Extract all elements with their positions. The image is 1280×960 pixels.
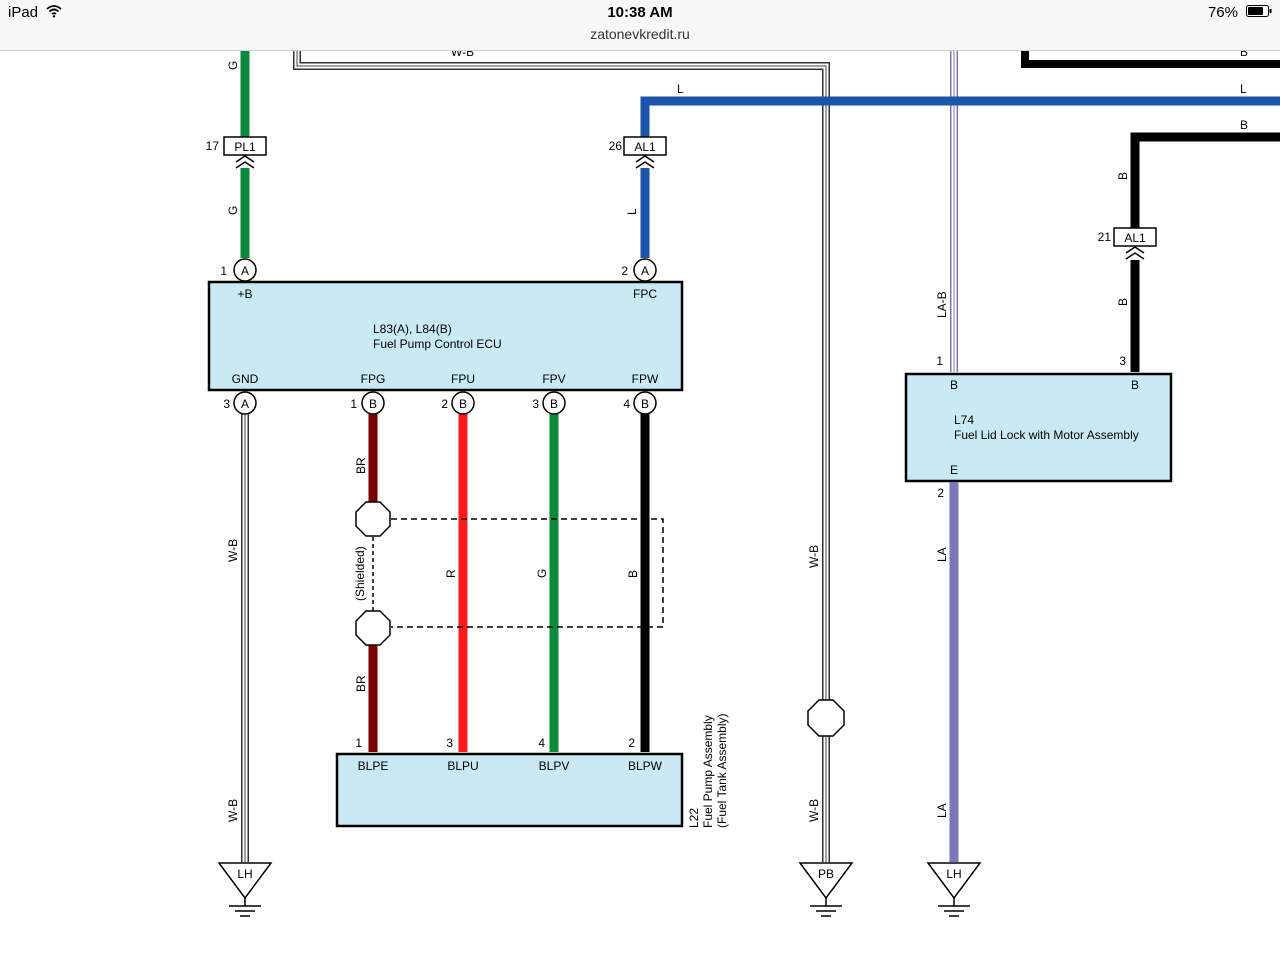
wire-label-br-upper: BR bbox=[354, 457, 368, 474]
ecu-bottom-pin-fpu-conn: B bbox=[459, 397, 467, 411]
wire-label-g-upper: G bbox=[226, 61, 240, 70]
ecu-title: L83(A), L84(B) bbox=[373, 322, 452, 336]
wire-label-la-b: LA-B bbox=[935, 291, 949, 318]
wire-label-wb-mid-lower: W-B bbox=[807, 799, 821, 822]
connector-al1-left-pin: 26 bbox=[609, 139, 623, 153]
pump-pin-label-blpe: BLPE bbox=[358, 759, 389, 773]
ecu-bottom-pin-gnd-conn: A bbox=[241, 397, 249, 411]
ecu-bottom-pin-fpg-num: 1 bbox=[350, 397, 357, 411]
connector-al1-right-pin: 21 bbox=[1098, 230, 1112, 244]
wire-label-la-lower: LA bbox=[935, 803, 949, 818]
ecu-bottom-pin-fpv-num: 3 bbox=[532, 397, 539, 411]
lid-pin-label-b1: B bbox=[950, 378, 958, 392]
pump-id: L22 bbox=[687, 808, 701, 828]
connector-pl1-name: PL1 bbox=[234, 140, 256, 154]
wire-label-r: R bbox=[444, 569, 458, 578]
wire-label-b: B bbox=[626, 570, 640, 578]
ecu-pin-label-fpu: FPU bbox=[451, 372, 475, 386]
status-bar: iPad 10:38 AM zatonevkredit.ru 76% bbox=[0, 0, 1280, 51]
battery-icon bbox=[1246, 5, 1272, 17]
wire-label-g-lower: G bbox=[226, 206, 240, 215]
connector-pl1-pin: 17 bbox=[206, 139, 220, 153]
pump-pin-2-num: 2 bbox=[628, 736, 635, 750]
wire-label-br-lower: BR bbox=[354, 675, 368, 692]
ecu-top-pin-2-conn: A bbox=[641, 264, 649, 278]
lid-lock-name: Fuel Lid Lock with Motor Assembly bbox=[954, 428, 1139, 442]
ecu-bottom-pin-fpg-conn: B bbox=[369, 397, 377, 411]
shield-junction-lower bbox=[355, 610, 391, 646]
connector-al1-left-name: AL1 bbox=[634, 140, 656, 154]
ecu-bottom-pin-gnd-num: 3 bbox=[223, 397, 230, 411]
pump-pin-label-blpv: BLPV bbox=[539, 759, 570, 773]
ecu-top-pin-1-conn: A bbox=[241, 264, 249, 278]
lid-pin-1-num: 1 bbox=[936, 354, 943, 368]
pump-pin-1-num: 1 bbox=[355, 736, 362, 750]
ecu-pin-label-fpc: FPC bbox=[633, 287, 657, 301]
junction-wb-mid bbox=[807, 699, 845, 737]
wire-label-wb-gnd-upper: W-B bbox=[226, 539, 240, 562]
pump-box bbox=[335, 752, 684, 828]
ground-lh-left-label: LH bbox=[237, 867, 252, 881]
lid-lock-box bbox=[904, 372, 1173, 483]
ecu-pin-label-fpv: FPV bbox=[542, 372, 565, 386]
ecu-pin-label-fpg: FPG bbox=[361, 372, 386, 386]
ecu-top-pin-2-num: 2 bbox=[621, 264, 628, 278]
label-shielded: (Shielded) bbox=[353, 546, 367, 601]
ecu-bottom-pins: A 3 B 1 B 2 B 3 B 4 bbox=[223, 391, 657, 415]
device-name: iPad bbox=[8, 4, 39, 21]
ecu-pin-label-gnd: GND bbox=[232, 372, 259, 386]
wire-label-l-top: L bbox=[677, 82, 684, 96]
wire-label-g: G bbox=[535, 569, 549, 578]
pump-sub: (Fuel Tank Assembly) bbox=[715, 714, 729, 829]
ground-lh-right: LH bbox=[926, 862, 982, 917]
connector-pl1: PL1 17 bbox=[206, 136, 267, 169]
wire-l bbox=[640, 96, 1280, 137]
wire-label-wb-mid-upper: W-B bbox=[807, 545, 821, 568]
ecu-bottom-pin-fpw-conn: B bbox=[641, 397, 649, 411]
battery-percent: 76% bbox=[1207, 4, 1238, 21]
ground-lh-left: LH bbox=[217, 862, 273, 917]
ecu-bottom-pin-fpv-conn: B bbox=[550, 397, 558, 411]
lid-pin-3-num: 3 bbox=[1119, 354, 1126, 368]
pump-pin-3-num: 3 bbox=[446, 736, 453, 750]
lid-pin-2-num: 2 bbox=[937, 486, 944, 500]
shield-junction-upper bbox=[355, 501, 391, 537]
ground-pb-label: PB bbox=[818, 867, 834, 881]
ecu-name: Fuel Pump Control ECU bbox=[373, 337, 502, 351]
connector-al1-left: AL1 26 bbox=[609, 136, 667, 169]
wire-label-b-vert-upper: B bbox=[1116, 172, 1130, 180]
ecu-box bbox=[207, 280, 684, 392]
connector-al1-right-name: AL1 bbox=[1124, 231, 1146, 245]
wire-label-l-drop: L bbox=[625, 208, 639, 215]
pump-pin-4-num: 4 bbox=[538, 736, 545, 750]
ecu-bottom-pin-fpw-num: 4 bbox=[623, 397, 630, 411]
clock: 10:38 AM bbox=[607, 4, 673, 21]
ecu-pin-label-plus-b: +B bbox=[237, 287, 252, 301]
wire-label-b-vert-lower: B bbox=[1116, 298, 1130, 306]
wire-label-l-right: L bbox=[1240, 82, 1247, 96]
connector-al1-right: AL1 21 bbox=[1098, 227, 1157, 260]
url-bar[interactable]: zatonevkredit.ru bbox=[590, 26, 690, 42]
pump-pin-label-blpu: BLPU bbox=[447, 759, 478, 773]
wire-label-b-right: B bbox=[1240, 118, 1248, 132]
ecu-top-pin-1-num: 1 bbox=[220, 264, 227, 278]
ecu-pin-label-fpw: FPW bbox=[632, 372, 659, 386]
wire-b-right bbox=[1130, 132, 1280, 228]
wire-label-b-top-right: B bbox=[1240, 45, 1248, 59]
ecu-bottom-pin-fpu-num: 2 bbox=[441, 397, 448, 411]
lid-lock-id: L74 bbox=[954, 413, 974, 427]
pump-pin-label-blpw: BLPW bbox=[628, 759, 663, 773]
wire-b-top-right bbox=[1021, 46, 1280, 68]
lid-pin-label-b3: B bbox=[1131, 378, 1139, 392]
ground-lh-right-label: LH bbox=[946, 867, 961, 881]
lid-pin-label-e: E bbox=[950, 463, 958, 477]
ground-pb: PB bbox=[798, 862, 854, 917]
shield-outline bbox=[391, 518, 664, 628]
wire-label-la-upper: LA bbox=[935, 547, 949, 562]
pump-name: Fuel Pump Assembly bbox=[701, 715, 715, 828]
wifi-icon bbox=[46, 5, 62, 18]
wire-label-wb-gnd-lower: W-B bbox=[226, 799, 240, 822]
